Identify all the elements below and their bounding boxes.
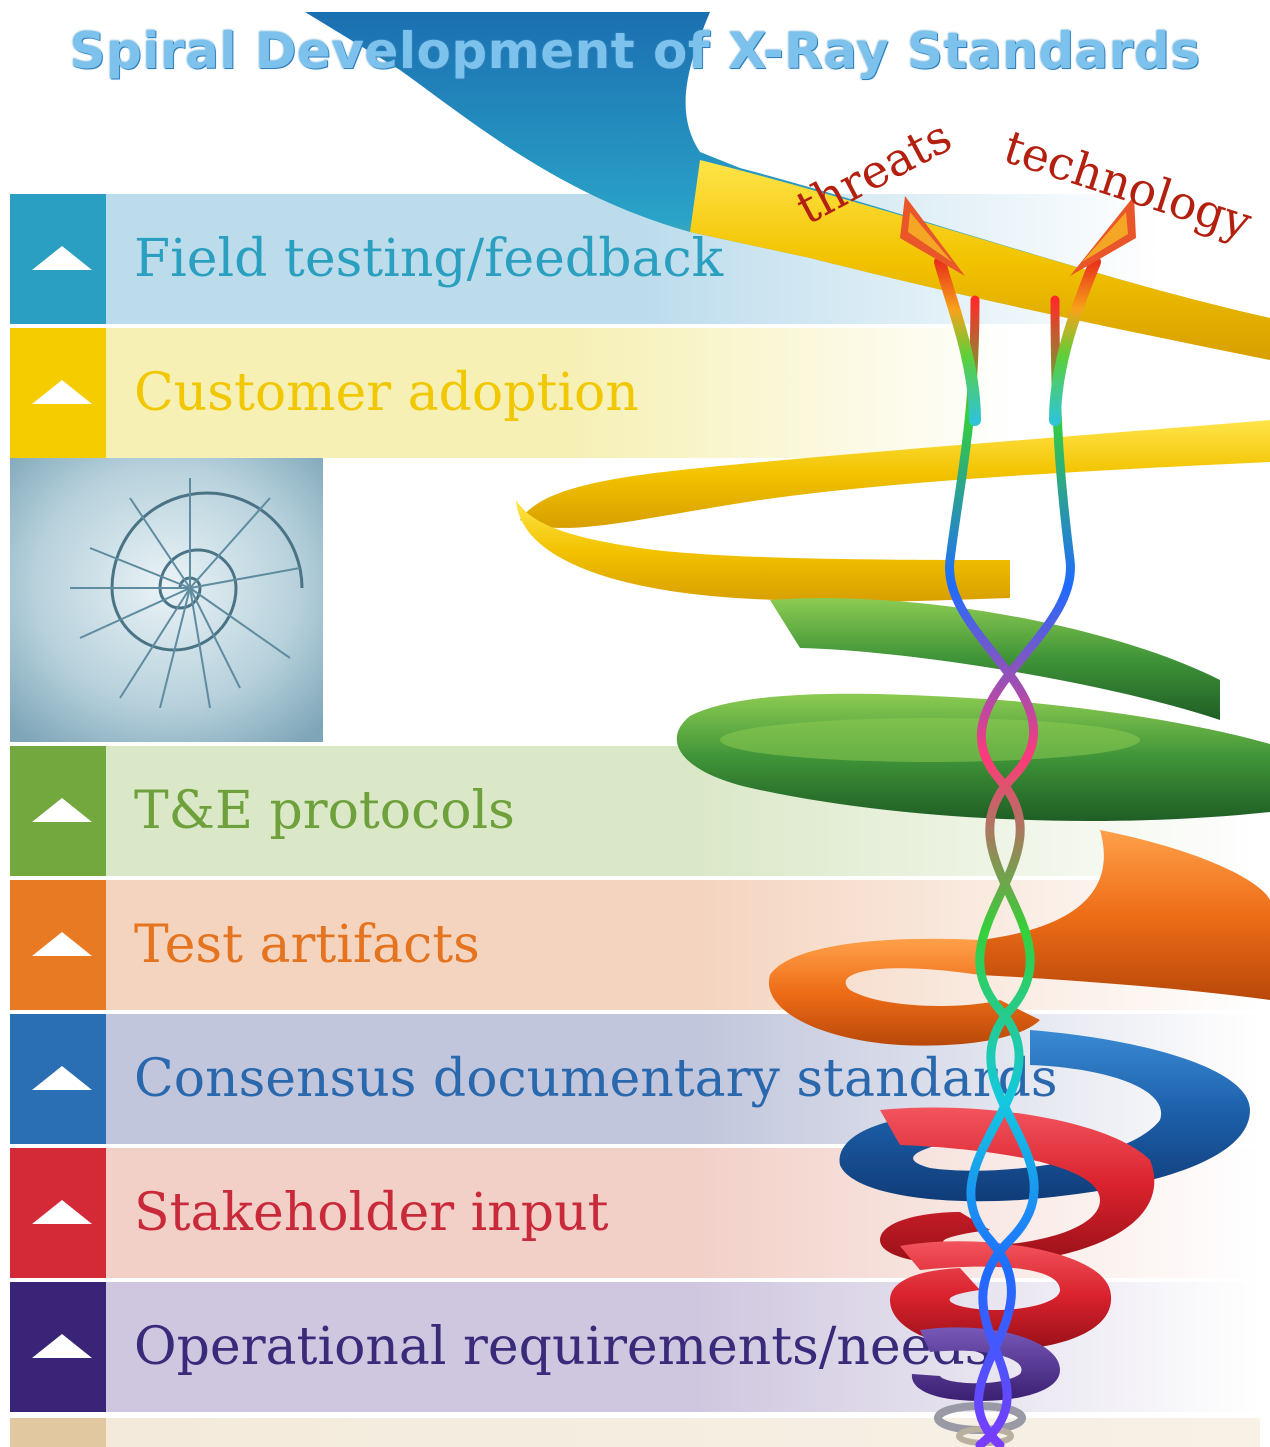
stage-tab [10,746,106,876]
stage-tab [10,1014,106,1144]
stage-band-partial [10,1418,1260,1447]
triangle-up-icon [32,246,92,270]
stage-label: Consensus documentary standards [134,1049,1058,1109]
stage-tab [10,1282,106,1412]
stage-band-stakeholder-input: Stakeholder input [10,1148,1260,1278]
triangle-up-icon [32,932,92,956]
triangle-up-icon [32,798,92,822]
triangle-up-icon [32,1200,92,1224]
triangle-up-icon [32,1334,92,1358]
stage-tab [10,1148,106,1278]
stage-tab [10,880,106,1010]
triangle-up-icon [32,380,92,404]
stage-label: Customer adoption [134,363,639,423]
diagram-title: Spiral Development of X-Ray Standards [69,22,1201,80]
stage-label: Field testing/feedback [134,229,724,289]
stage-band-test-artifacts: Test artifacts [10,880,1260,1010]
stage-tab [10,194,106,324]
stage-band-field-testing: Field testing/feedback [10,194,1160,324]
stage-label: Test artifacts [134,915,480,975]
stage-band-operational-requirements: Operational requirements/needs [10,1282,1260,1412]
stage-label: T&E protocols [134,781,515,841]
stage-tab [10,328,106,458]
stage-band-te-protocols: T&E protocols [10,746,1260,876]
stage-label: Stakeholder input [134,1183,609,1243]
stage-band-customer-adoption: Customer adoption [10,328,1020,458]
stage-band-consensus-standards: Consensus documentary standards [10,1014,1260,1144]
triangle-up-icon [32,1066,92,1090]
stage-label: Operational requirements/needs [134,1317,992,1377]
nautilus-shell-image [10,458,323,742]
